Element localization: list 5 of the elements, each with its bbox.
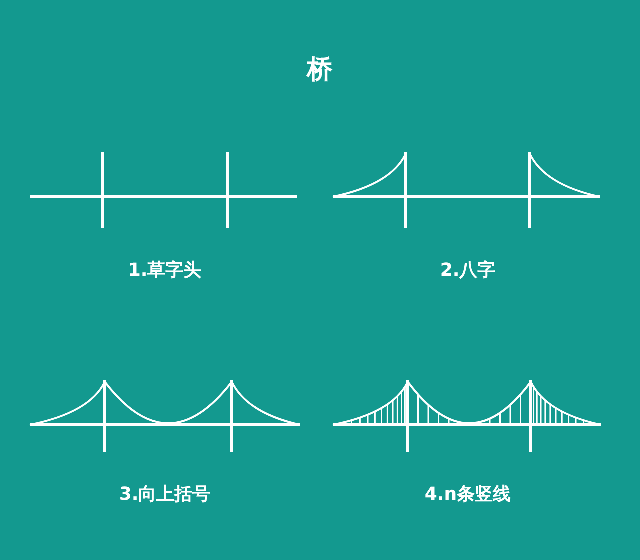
step-caption: 2.八字: [440, 259, 496, 282]
step-caption: 3.向上括号: [119, 483, 211, 506]
step-caption: 1.草字头: [128, 259, 202, 282]
title: 桥: [307, 54, 333, 87]
step-caption: 4.n条竖线: [424, 483, 512, 506]
